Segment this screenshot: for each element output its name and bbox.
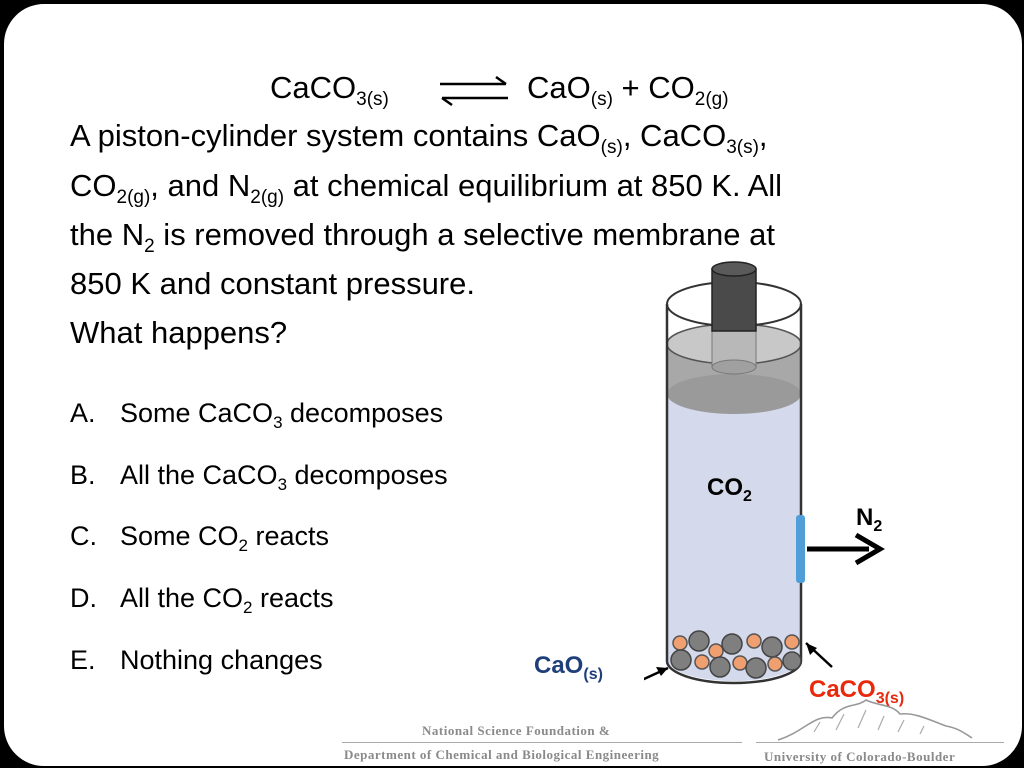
caco3-label: CaCO3(s): [809, 676, 905, 707]
question-line-1: A piston-cylinder system contains CaO(s)…: [70, 118, 768, 158]
membrane: [796, 515, 805, 583]
equation-products: CaO(s) + CO2(g): [527, 70, 729, 110]
gas-region: [667, 374, 801, 659]
question-line-5: What happens?: [70, 315, 288, 350]
piston-cylinder-diagram: [644, 261, 885, 685]
question-line-3: the N2 is removed through a selective me…: [70, 217, 775, 257]
footer-nsf: National Science Foundation &: [422, 723, 611, 738]
solid-particles: [670, 630, 802, 679]
option-b[interactable]: B.All the CaCO3 decomposes: [70, 460, 448, 494]
equilibrium-arrows-icon: [440, 75, 508, 107]
equation-reactant: CaCO3(s): [270, 70, 389, 110]
footer-dept: Department of Chemical and Biological En…: [344, 747, 660, 762]
question-line-4: 850 K and constant pressure.: [70, 266, 475, 301]
piston-bottom-face: [667, 374, 801, 414]
option-c[interactable]: C.Some CO2 reacts: [70, 521, 330, 555]
cao-label: CaO(s): [534, 652, 603, 683]
footer-divider: [342, 742, 742, 743]
n2-arrow-icon: [854, 532, 885, 566]
mountain-logo: [777, 699, 973, 741]
option-d[interactable]: D.All the CO2 reacts: [70, 583, 334, 617]
option-e[interactable]: E.Nothing changes: [70, 645, 323, 675]
n2-label: N2: [856, 504, 883, 535]
piston-rod-upper: [711, 268, 757, 332]
question-line-2: CO2(g), and N2(g) at chemical equilibriu…: [70, 168, 783, 208]
option-a[interactable]: A.Some CaCO3 decomposes: [70, 398, 444, 432]
co2-label: CO2: [707, 474, 752, 505]
footer-university: University of Colorado-Boulder: [764, 749, 956, 764]
